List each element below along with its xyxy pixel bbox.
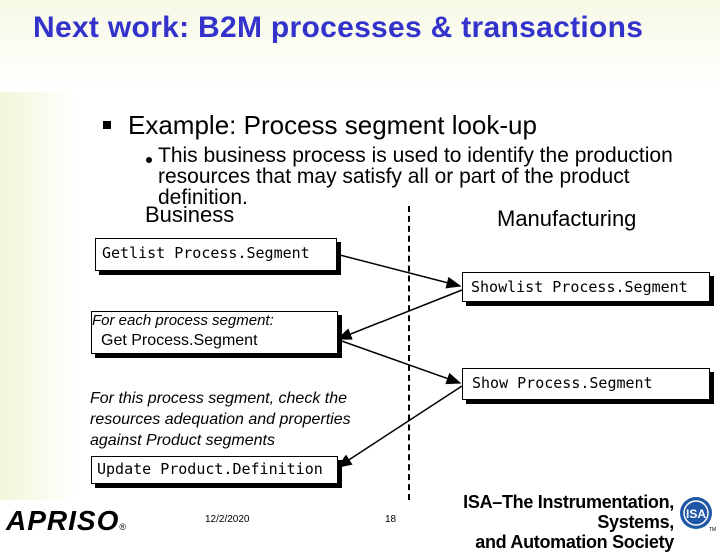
business-label: Business xyxy=(145,202,235,227)
showlist-box: Showlist Process.Segment xyxy=(462,272,710,302)
isa-logo-icon: ISA TM xyxy=(680,497,716,533)
check-note: For this process segment, check the reso… xyxy=(90,390,351,449)
arrow-showlist-to-foreach xyxy=(336,289,463,340)
registered-mark: ® xyxy=(119,522,127,532)
arrow-show-to-update xyxy=(336,385,463,468)
background-top-band xyxy=(0,0,720,92)
footer-date: 12/2/2020 xyxy=(205,514,250,525)
show-segment-box: Show Process.Segment xyxy=(462,368,710,400)
getlist-box: Getlist Process.Segment xyxy=(95,238,337,271)
isa-line1: ISA–The Instrumentation, Systems, xyxy=(463,492,674,532)
showlist-text: Showlist Process.Segment xyxy=(471,278,688,296)
isa-line2: and Automation Society xyxy=(475,532,674,552)
update-text: Update Product.Definition xyxy=(97,460,323,478)
isa-tm-text: TM xyxy=(709,527,716,533)
isa-logo-text: ISA–The Instrumentation, Systems, and Au… xyxy=(434,492,674,552)
arrow-getlist-to-showlist xyxy=(335,253,462,289)
message-arrows xyxy=(335,253,463,468)
apriso-logo-text: APRISO xyxy=(6,505,120,536)
apriso-logo: APRISO® xyxy=(6,505,127,537)
update-box: Update Product.Definition xyxy=(91,456,338,484)
isa-circle-text: ISA xyxy=(686,507,706,521)
manufacturing-label: Manufacturing xyxy=(497,206,637,231)
slide-title: Next work: B2M processes & transactions xyxy=(33,11,644,44)
bullet-level1: Example: Process segment look-up xyxy=(128,110,537,140)
getlist-text: Getlist Process.Segment xyxy=(102,244,310,262)
dot-bullet-icon xyxy=(146,157,152,163)
lane-divider xyxy=(408,206,410,500)
show-segment-text: Show Process.Segment xyxy=(472,374,653,392)
square-bullet-icon xyxy=(103,121,111,129)
page-number: 18 xyxy=(385,514,397,525)
arrow-get-to-show xyxy=(335,338,462,385)
foreach-box: For each process segment: Get Process.Se… xyxy=(91,311,338,354)
get-segment-text: Get Process.Segment xyxy=(101,332,258,349)
bullet-level2: This business process is used to identif… xyxy=(158,144,673,209)
foreach-note: For each process segment: xyxy=(92,312,274,329)
